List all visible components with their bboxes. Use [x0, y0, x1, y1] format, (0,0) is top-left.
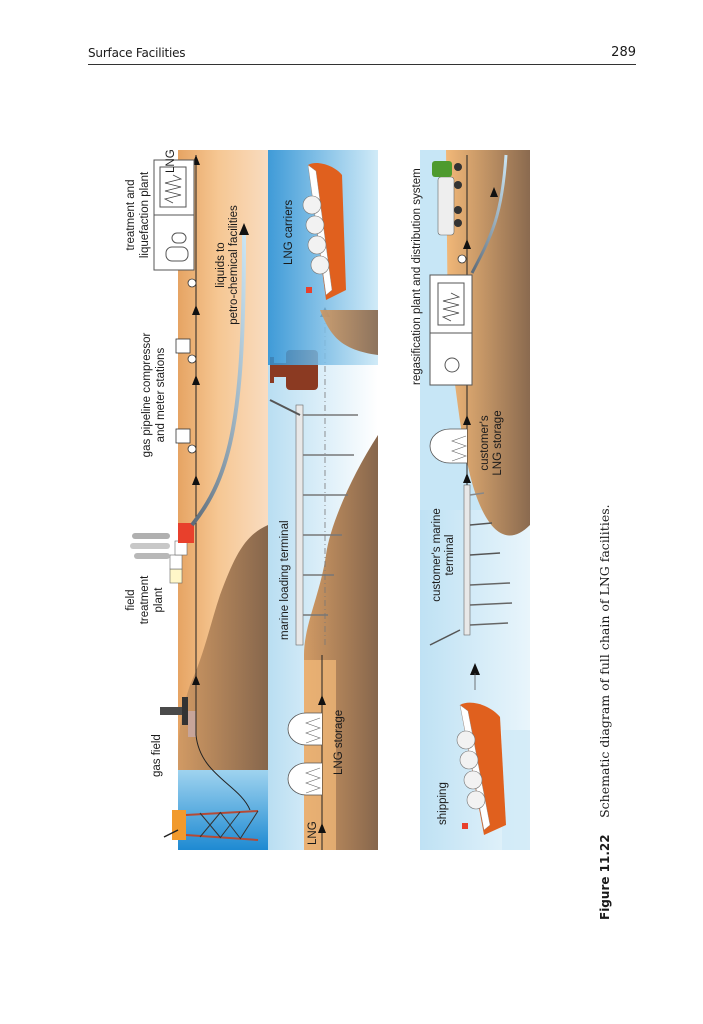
running-head: Surface Facilities 289 — [88, 44, 636, 65]
loading-jetty — [269, 399, 358, 646]
flow-arrow — [192, 475, 200, 485]
label-regasification: regasification plant and distribution sy… — [411, 168, 423, 385]
regasification-plant-icon — [429, 254, 473, 386]
lng-carrier-ship — [302, 163, 346, 300]
flow-arrow — [463, 239, 471, 249]
label-customer-terminal-1: customer's marine — [431, 508, 443, 602]
label-customer-storage-1: customer's — [479, 415, 491, 470]
flow-arrow — [470, 663, 480, 675]
strip-gas-production: gas field field treatment plant gas pipe… — [125, 150, 268, 850]
subsea-pipeline — [195, 670, 251, 811]
strip-import-terminal: shipping customer's marine terminal cust… — [411, 150, 530, 850]
label-lng-storage: LNG storage — [333, 710, 345, 775]
label-field-treatment-2: treatment — [139, 575, 151, 624]
flow-arrow — [192, 675, 200, 685]
figure-label: Figure 11.22 — [598, 834, 612, 920]
flow-arrow — [490, 187, 498, 197]
flow-arrow — [318, 823, 326, 833]
customer-marine-terminal-icon — [429, 484, 513, 646]
label-field-treatment-1: field — [125, 589, 137, 610]
flow-arrow — [463, 473, 471, 483]
label-customer-storage-2: LNG storage — [492, 410, 504, 475]
tanker-truck — [432, 161, 462, 236]
figure-caption: Figure 11.22 Schematic diagram of full c… — [596, 504, 618, 920]
figure-caption-text: Schematic diagram of full chain of LNG f… — [597, 504, 612, 818]
label-liquefaction-2: liquefaction plant — [139, 171, 151, 258]
label-liquids-2: petro-chemical facilities — [228, 205, 240, 325]
page-number: 289 — [611, 45, 636, 60]
label-gas-field: gas field — [151, 734, 163, 777]
drilling-rig — [160, 697, 196, 737]
lng-chain-figure: gas field field treatment plant gas pipe… — [120, 150, 600, 855]
flow-arrow — [239, 223, 249, 235]
label-liquids-1: liquids to — [215, 242, 227, 287]
label-compressor-1: gas pipeline compressor — [141, 333, 153, 458]
lng-storage-tank — [287, 762, 322, 796]
label-customer-terminal-2: terminal — [444, 535, 456, 576]
distribution-pipeline — [470, 154, 508, 274]
label-marine-loading-terminal: marine loading terminal — [279, 520, 291, 640]
flow-arrow — [192, 305, 200, 315]
flow-arrow — [463, 415, 471, 425]
flow-arrow — [318, 695, 326, 705]
label-lng-out: LNG — [165, 150, 177, 173]
compressor-station — [175, 338, 197, 364]
flow-arrow — [192, 375, 200, 385]
compressor-station — [175, 428, 197, 454]
customer-lng-storage-tank — [429, 428, 467, 464]
liquids-pipeline — [190, 234, 246, 527]
label-shipping: shipping — [437, 782, 449, 825]
label-compressor-2: and meter stations — [155, 347, 167, 442]
shipping-vessel — [456, 702, 506, 835]
offshore-platform — [163, 810, 259, 841]
strip-export-terminal: LNG LNG storage marine loading terminal … — [268, 150, 378, 850]
liquefaction-plant-icon — [153, 159, 197, 288]
label-liquefaction-1: treatment and — [125, 180, 137, 251]
section-title: Surface Facilities — [88, 46, 186, 60]
field-treatment-plant-icon — [130, 523, 194, 584]
hill — [178, 525, 268, 770]
label-lng-in: LNG — [307, 821, 319, 845]
label-lng-carriers: LNG carriers — [283, 200, 295, 265]
lng-chain-diagram: gas field field treatment plant gas pipe… — [125, 150, 530, 850]
label-field-treatment-3: plant — [153, 587, 165, 613]
lng-storage-tank — [287, 712, 322, 746]
